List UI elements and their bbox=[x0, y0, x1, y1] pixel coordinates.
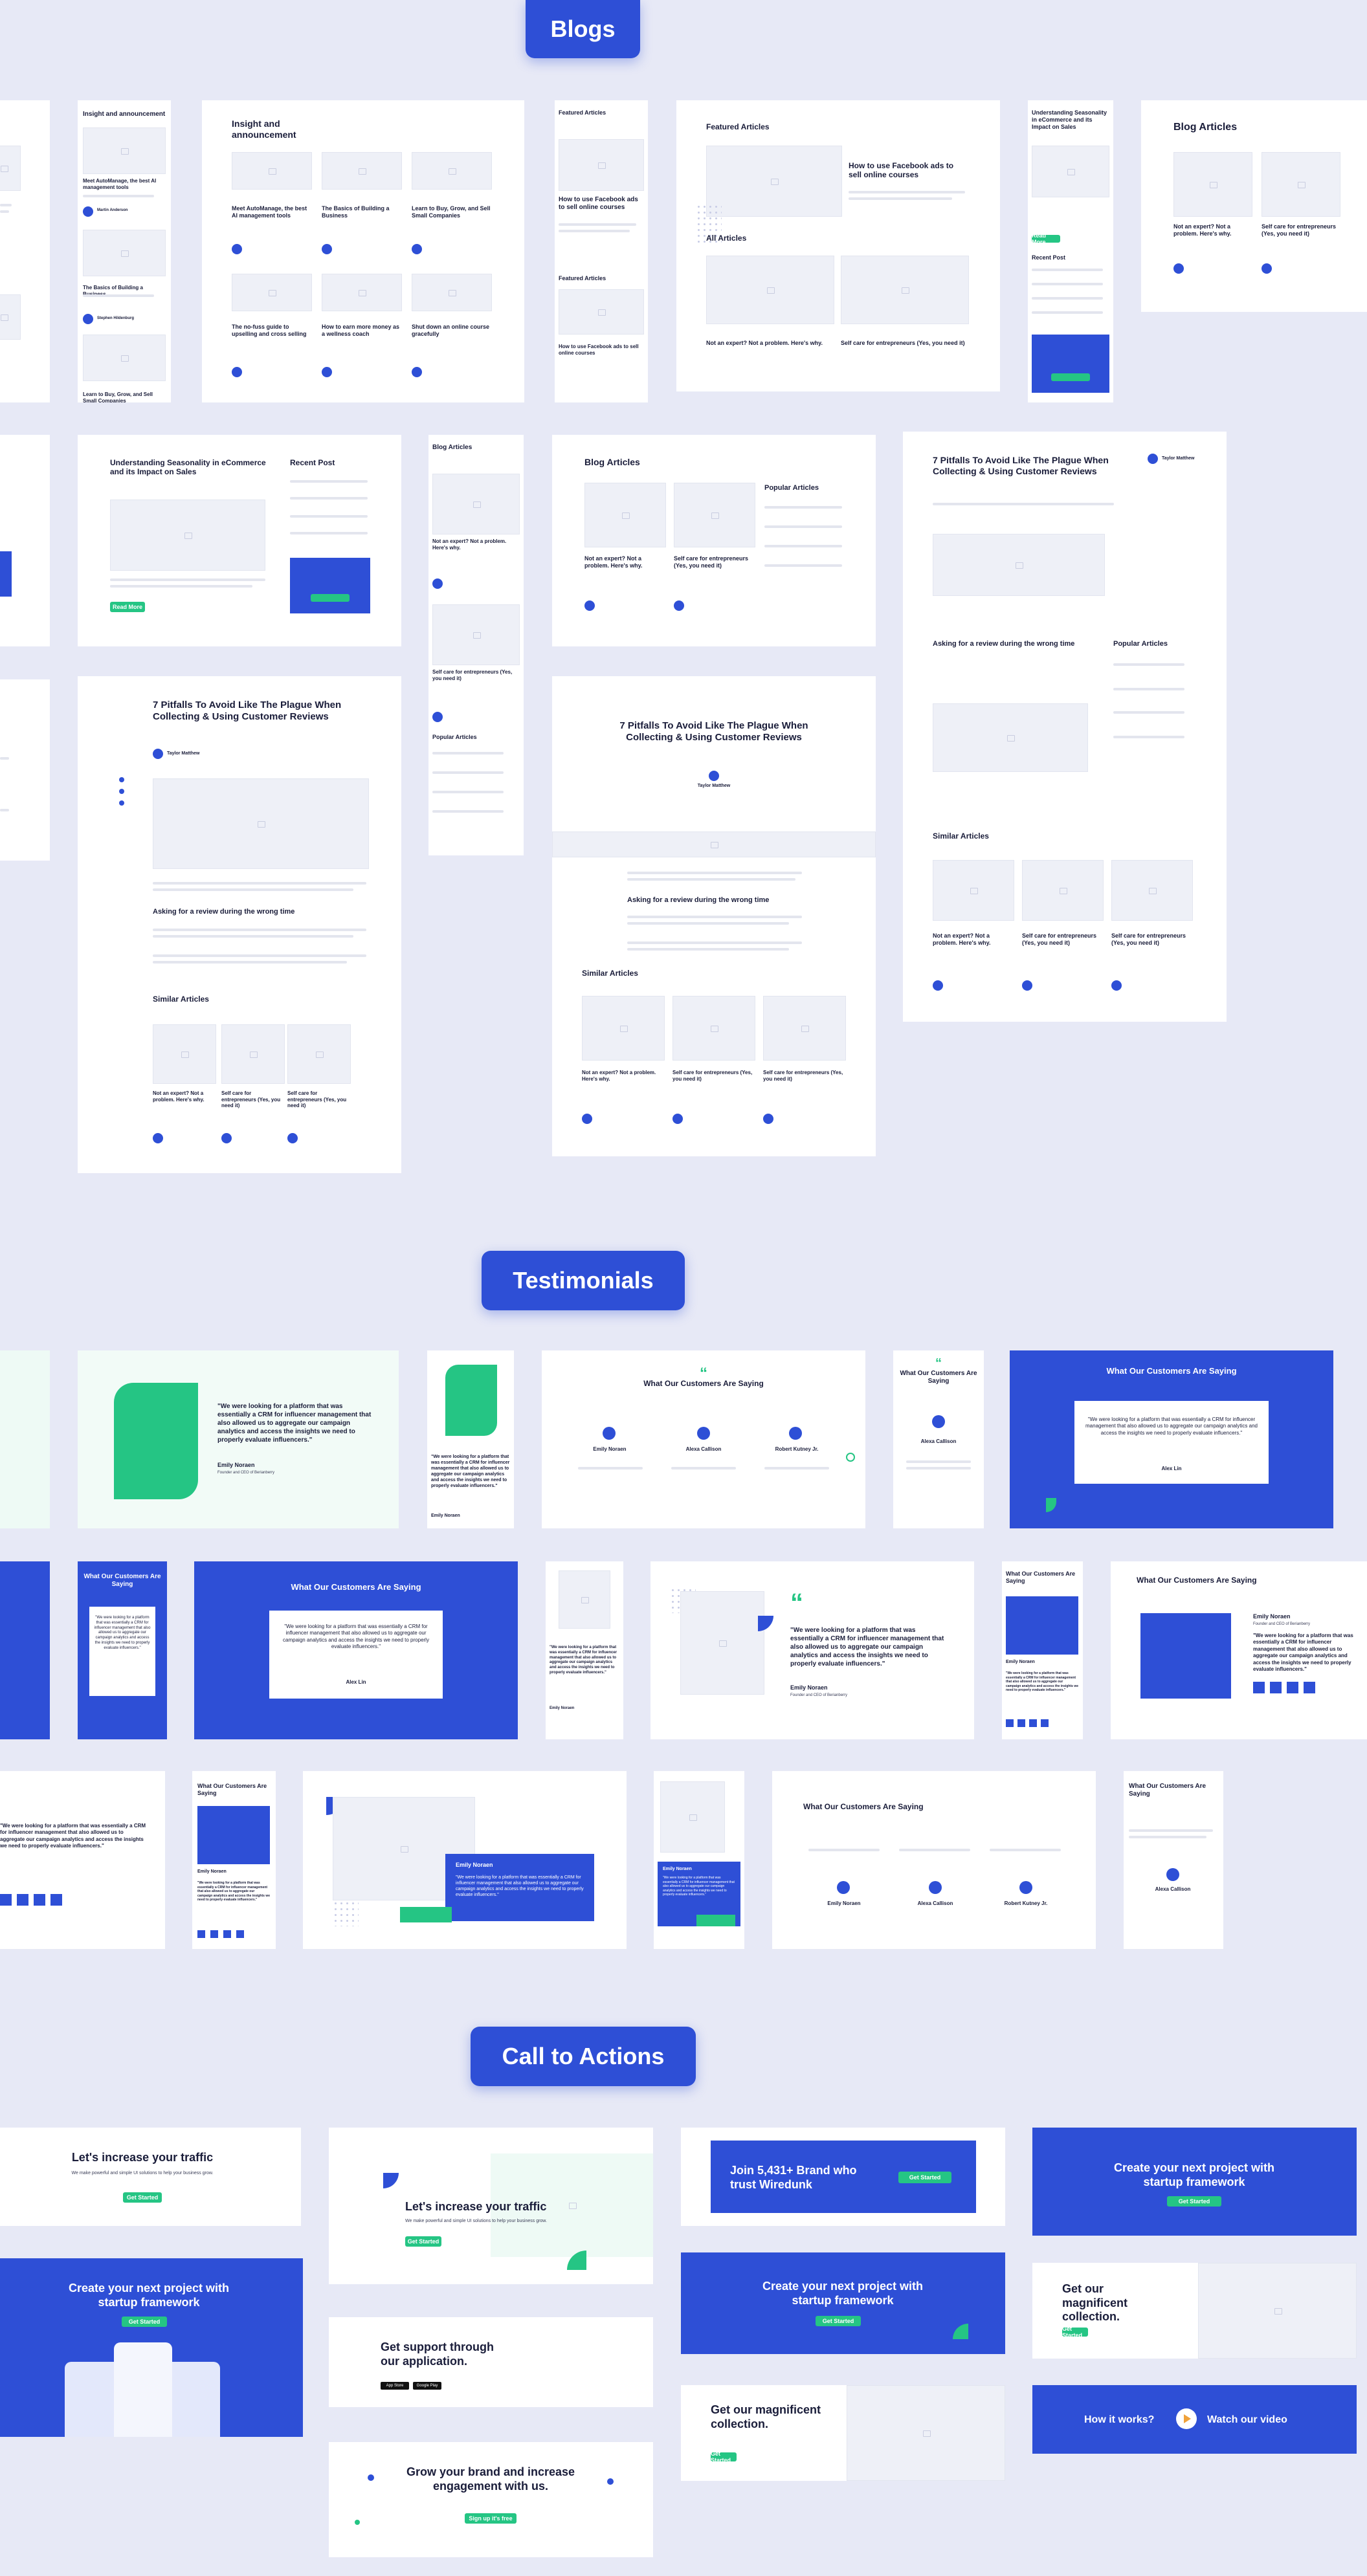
app-store-badge[interactable]: App Store bbox=[381, 2382, 409, 2390]
section-cta-label: Call to Actions bbox=[471, 2027, 696, 2086]
get-started-button[interactable]: Get Started bbox=[405, 2236, 441, 2247]
blog-card-insight-narrow: Insight and announcement Meet AutoManage… bbox=[78, 100, 171, 402]
blog-card-articles-popular: Blog Articles Not an expert? Not a probl… bbox=[552, 435, 876, 646]
testi-card-blue-wide: What Our Customers Are Saying "We were l… bbox=[1010, 1350, 1333, 1528]
testi-card-overlap-mobile: Emily Noraen "We were looking for a plat… bbox=[654, 1771, 744, 1949]
get-started-button[interactable]: Get Started bbox=[1167, 2196, 1221, 2207]
blog-card-pitfalls-right: 7 Pitfalls To Avoid Like The Plague When… bbox=[903, 432, 1227, 1022]
get-started-button[interactable]: Get Started bbox=[123, 2192, 162, 2203]
blog-card-articles-mobile: Blog Articles Not an expert? Not a probl… bbox=[428, 435, 524, 855]
blog-card-articles-right: Blog Articles Not an expert? Not a probl… bbox=[1141, 100, 1367, 312]
cta-create-project-top: Create your next project with startup fr… bbox=[1032, 2128, 1357, 2236]
cta-magnificent-top: Get our magnificent collection. Get Star… bbox=[1032, 2263, 1357, 2359]
testi-card-edge-1 bbox=[0, 1350, 50, 1528]
testi-card-overlap-desktop: Emily Noraen "We were looking for a plat… bbox=[303, 1771, 627, 1949]
card-title: Insight and announcement bbox=[83, 111, 166, 118]
read-more-button[interactable]: Read More bbox=[110, 602, 145, 612]
cta-magnificent-bottom: Get our magnificent collection. Get Star… bbox=[681, 2385, 1005, 2481]
blog-card-edge-left-2 bbox=[0, 435, 50, 646]
testi-card-green-quote: "We were looking for a platform that was… bbox=[78, 1350, 399, 1528]
blog-card-pitfalls-center: 7 Pitfalls To Avoid Like The Plague When… bbox=[552, 676, 876, 1156]
get-started-button[interactable]: Get Started bbox=[1062, 2326, 1088, 2339]
testi-card-text-mobile: What Our Customers Are Saying Alexa Call… bbox=[1124, 1771, 1223, 1949]
testi-card-blue-square-mobile: What Our Customers Are Saying Emily Nora… bbox=[1002, 1561, 1083, 1739]
get-started-button[interactable]: Get Started bbox=[711, 2450, 737, 2463]
cta-traffic-shapes: Let's increase your traffic We make powe… bbox=[329, 2128, 653, 2284]
read-more-button[interactable]: Read More bbox=[1032, 232, 1060, 245]
testi-card-blue-square-desktop: What Our Customers Are Saying Emily Nora… bbox=[1111, 1561, 1367, 1739]
blog-card-featured-desktop: Featured Articles How to use Facebook ad… bbox=[676, 100, 1000, 391]
get-started-button[interactable]: Sign up it's free bbox=[465, 2513, 517, 2524]
testi-card-green-mobile: "We were looking for a platform that was… bbox=[427, 1350, 514, 1528]
blog-card-seasonality-mobile: Understanding Seasonality in eCommerce a… bbox=[1028, 100, 1113, 402]
watch-video-link[interactable]: Watch our video bbox=[1207, 2414, 1287, 2425]
cta-create-project-shapes: Create your next project with startup fr… bbox=[681, 2252, 1005, 2354]
cta-create-project-devices: Create your next project with startup fr… bbox=[0, 2258, 303, 2437]
testi-card-three-cards: “ What Our Customers Are Saying Emily No… bbox=[542, 1350, 865, 1528]
testi-card-split-desktop: “ "We were looking for a platform that w… bbox=[650, 1561, 974, 1739]
section-testimonials-label: Testimonials bbox=[482, 1251, 685, 1310]
blog-card-pitfalls-left: 7 Pitfalls To Avoid Like The Plague When… bbox=[78, 676, 401, 1173]
blog-card-edge-left bbox=[0, 100, 50, 402]
cta-how-it-works: How it works? Watch our video bbox=[1032, 2385, 1357, 2454]
blog-card-insight-grid: Insight and announcement Meet AutoManage… bbox=[202, 100, 524, 402]
blog-card-featured-mobile: Featured Articles How to use Facebook ad… bbox=[555, 100, 648, 402]
blog-card-edge-left-3 bbox=[0, 679, 50, 861]
testi-card-single-mobile: “ What Our Customers Are Saying Alexa Ca… bbox=[893, 1350, 984, 1528]
testi-card-three-quotes: What Our Customers Are Saying Emily Nora… bbox=[772, 1771, 1096, 1949]
cta-traffic-simple: Let's increase your traffic We make powe… bbox=[0, 2128, 301, 2226]
testi-card-blue-small-mobile: What Our Customers Are Saying Emily Nora… bbox=[192, 1771, 276, 1949]
section-blogs-label: Blogs bbox=[526, 0, 640, 58]
testi-card-blue-wide-2: What Our Customers Are Saying "We were l… bbox=[194, 1561, 518, 1739]
testi-card-edge-3: "We were looking for a platform that was… bbox=[0, 1771, 165, 1949]
play-icon[interactable] bbox=[1176, 2408, 1197, 2429]
get-started-button[interactable]: Get Started bbox=[816, 2316, 861, 2326]
cta-join-brand: Join 5,431+ Brand who trust Wiredunk Get… bbox=[681, 2128, 1005, 2226]
testi-card-blue-mobile: What Our Customers Are Saying "We were l… bbox=[78, 1561, 167, 1739]
google-play-badge[interactable]: Google Play bbox=[413, 2382, 441, 2390]
testi-card-split-mobile: "We were looking for a platform that was… bbox=[546, 1561, 623, 1739]
get-started-button[interactable]: Get Started bbox=[122, 2317, 167, 2327]
testi-card-edge-2 bbox=[0, 1561, 50, 1739]
cta-grow-brand: Grow your brand and increase engagement … bbox=[329, 2442, 653, 2557]
blog-card-seasonality-desktop: Understanding Seasonality in eCommerce a… bbox=[78, 435, 401, 646]
card-title: Insight and announcement bbox=[232, 118, 296, 140]
cta-support-app: Get support through our application. App… bbox=[329, 2317, 653, 2407]
get-started-button[interactable]: Get Started bbox=[898, 2172, 951, 2183]
